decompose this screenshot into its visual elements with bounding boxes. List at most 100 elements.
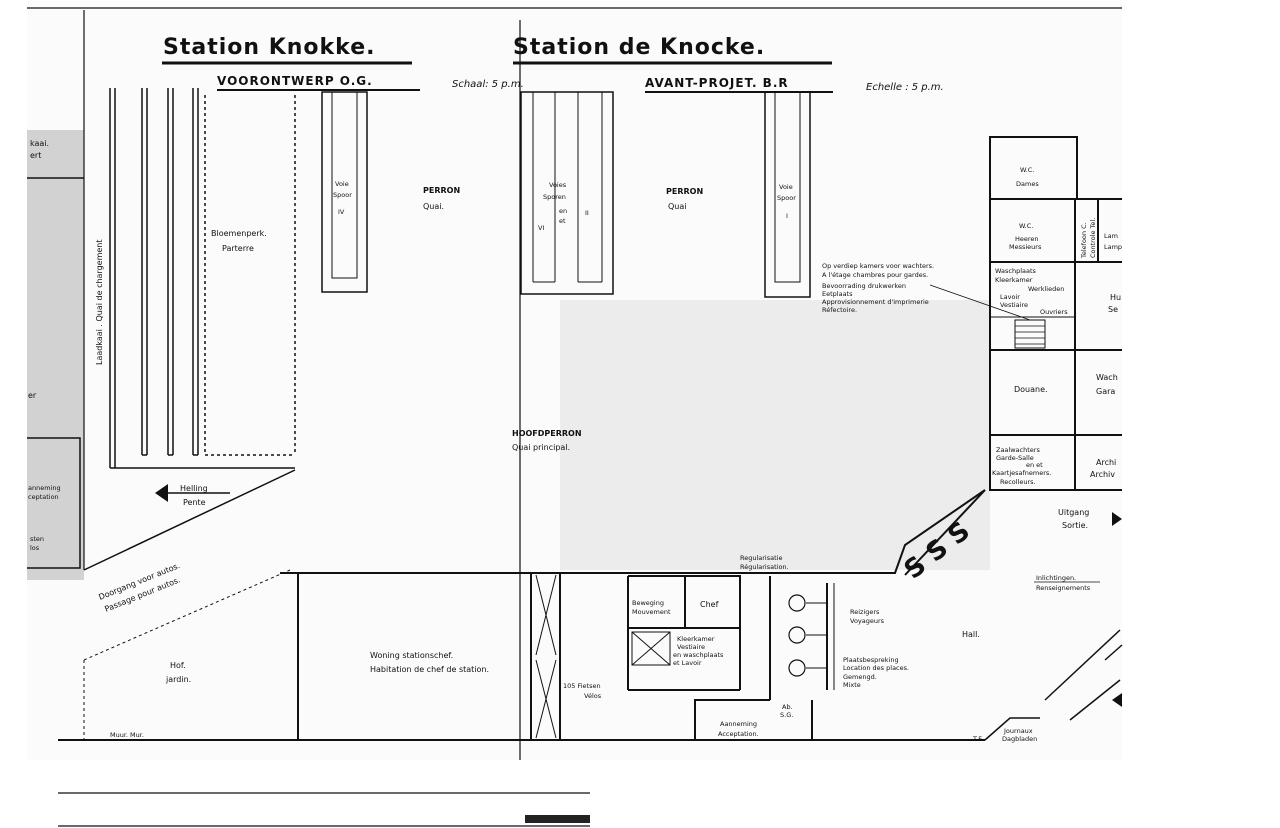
- main-building-walls: [280, 489, 986, 740]
- platform-label-fr: Quai.: [423, 202, 444, 211]
- information-label: Inlichtingen.: [1036, 574, 1076, 582]
- svg-text:Spoor: Spoor: [333, 191, 352, 199]
- svg-text:Voies: Voies: [549, 181, 567, 189]
- svg-text:sten: sten: [30, 535, 44, 543]
- svg-text:Acceptation.: Acceptation.: [718, 730, 759, 738]
- entrance-arrow-icon: [1112, 693, 1122, 707]
- svg-text:W.C.: W.C.: [1020, 166, 1034, 174]
- svg-text:et: et: [559, 217, 566, 225]
- left-gray-strip: [27, 130, 84, 580]
- subtitle-fr: AVANT-PROJET. B.R: [645, 76, 789, 90]
- svg-text:Archiv: Archiv: [1090, 470, 1115, 479]
- boundary-wall: Muur. Mur.: [58, 731, 985, 741]
- svg-text:Controle Tel.: Controle Tel.: [1089, 218, 1097, 258]
- svg-text:II: II: [585, 209, 589, 217]
- svg-text:Sporen: Sporen: [543, 193, 566, 201]
- flowerbed-label-fr: Parterre: [222, 244, 254, 253]
- svg-text:Messieurs: Messieurs: [1009, 243, 1042, 251]
- attendants-label: Zaalwachters: [996, 446, 1040, 454]
- scale-fr: Echelle : 5 p.m.: [866, 82, 944, 93]
- ramp-arrow: Helling Pente: [155, 484, 230, 507]
- svg-text:Ab.: Ab.: [782, 703, 793, 711]
- movement-office: Beweging: [632, 599, 664, 607]
- svg-text:Helling: Helling: [180, 484, 208, 493]
- svg-text:Werklieden: Werklieden: [1028, 285, 1064, 293]
- svg-text:kaai.: kaai.: [30, 139, 49, 148]
- washroom-label: Waschplaats: [995, 267, 1037, 275]
- svg-text:er: er: [28, 391, 37, 400]
- travellers-label: Reizigers: [850, 608, 880, 616]
- subtitle-nl: VOORONTWERP O.G.: [217, 74, 373, 88]
- garden-label: Hof.: [170, 661, 186, 670]
- svg-text:en: en: [559, 207, 567, 215]
- svg-text:Réfectoire.: Réfectoire.: [822, 306, 857, 314]
- exit-label-fr: Sortie.: [1062, 521, 1088, 530]
- acceptance-label: Aanneming: [720, 720, 757, 728]
- svg-text:anneming: anneming: [28, 484, 61, 492]
- bike-storage-marks: [535, 574, 671, 739]
- svg-text:et Lavoir: et Lavoir: [673, 659, 702, 667]
- svg-text:Gara: Gara: [1096, 387, 1115, 396]
- main-platform-label-fr: Quai principal.: [512, 443, 570, 452]
- svg-text:Gemengd.: Gemengd.: [843, 673, 877, 681]
- svg-text:Lamp: Lamp: [1104, 243, 1122, 251]
- svg-text:Approvisionnement d'imprimerie: Approvisionnement d'imprimerie: [822, 298, 929, 306]
- svg-text:Wach: Wach: [1096, 373, 1118, 382]
- svg-text:Voie: Voie: [779, 183, 793, 191]
- right-wing-walls: [989, 136, 1122, 491]
- telephone-label: Telefoon C.: [1080, 222, 1088, 259]
- svg-text:Spoor: Spoor: [777, 194, 796, 202]
- svg-text:Location des places.: Location des places.: [843, 664, 909, 672]
- svg-text:W.C.: W.C.: [1019, 222, 1033, 230]
- svg-text:Lam: Lam: [1104, 232, 1118, 240]
- svg-text:Voie: Voie: [335, 180, 349, 188]
- svg-text:Vestiaire: Vestiaire: [1000, 301, 1028, 309]
- svg-text:Vélos: Vélos: [584, 692, 602, 700]
- svg-text:Garde-Salle: Garde-Salle: [996, 454, 1034, 462]
- station-master-house: Woning stationschef.: [370, 651, 453, 660]
- main-platform-label: HOOFDPERRON: [512, 429, 582, 438]
- garden-label-fr: jardin.: [165, 675, 191, 684]
- svg-text:Muur. Mur.: Muur. Mur.: [110, 731, 144, 739]
- svg-text:Eetplaats: Eetplaats: [822, 290, 853, 298]
- svg-text:Régularisation.: Régularisation.: [740, 563, 789, 571]
- svg-text:Bevoorrading drukwerken: Bevoorrading drukwerken: [822, 282, 906, 290]
- title-nl: Station Knokke.: [163, 35, 375, 60]
- svg-text:ceptation: ceptation: [28, 493, 59, 501]
- sheet-lines: [27, 7, 1122, 827]
- platform-label-2-fr: Quai: [668, 202, 687, 211]
- loading-dock-label: Laadkaai . Quai de chargement: [95, 239, 104, 365]
- title-fr: Station de Knocke.: [513, 35, 765, 60]
- upper-floor-note: Op verdiep kamers voor wachters. A l'éta…: [822, 262, 1031, 321]
- platform-label-2: PERRON: [666, 187, 703, 196]
- shaded-forecourt: [560, 300, 990, 570]
- svg-text:en et: en et: [1026, 461, 1043, 469]
- platform-label: PERRON: [423, 186, 460, 195]
- svg-text:Mouvement: Mouvement: [632, 608, 671, 616]
- svg-text:Journaux: Journaux: [1003, 727, 1033, 735]
- flowerbed-label: Bloemenperk.: [211, 229, 267, 238]
- exit-arrow-icon: [1112, 512, 1122, 526]
- track-i: Voie Spoor I: [764, 91, 811, 298]
- svg-text:Lavoir: Lavoir: [1000, 293, 1020, 301]
- cloakroom: Kleerkamer: [677, 635, 715, 643]
- customs-label: Douane.: [1014, 385, 1048, 394]
- svg-text:Se: Se: [1108, 305, 1118, 314]
- svg-text:Ouvriers: Ouvriers: [1040, 308, 1068, 316]
- track-iv: Voie Spoor IV: [321, 91, 368, 293]
- loading-dock: Laadkaai . Quai de chargement: [95, 88, 296, 469]
- scan-mark: [525, 815, 590, 823]
- wc-dames: Dames: [1016, 180, 1039, 188]
- staircase: [1014, 319, 1046, 349]
- svg-text:Archi: Archi: [1096, 458, 1116, 467]
- station-master-house-fr: Habitation de chef de station.: [370, 665, 489, 674]
- svg-text:Vestiaire: Vestiaire: [677, 643, 705, 651]
- svg-text:A l'étage chambres pour gardes: A l'étage chambres pour gardes.: [822, 271, 928, 279]
- svg-text:Kleerkamer: Kleerkamer: [995, 276, 1033, 284]
- svg-text:I: I: [786, 212, 788, 220]
- hall-doors: [1044, 629, 1123, 721]
- svg-text:Renseignements: Renseignements: [1036, 584, 1091, 592]
- right-margin: [1122, 0, 1280, 828]
- svg-text:Kaartjesafnemers.: Kaartjesafnemers.: [992, 469, 1051, 477]
